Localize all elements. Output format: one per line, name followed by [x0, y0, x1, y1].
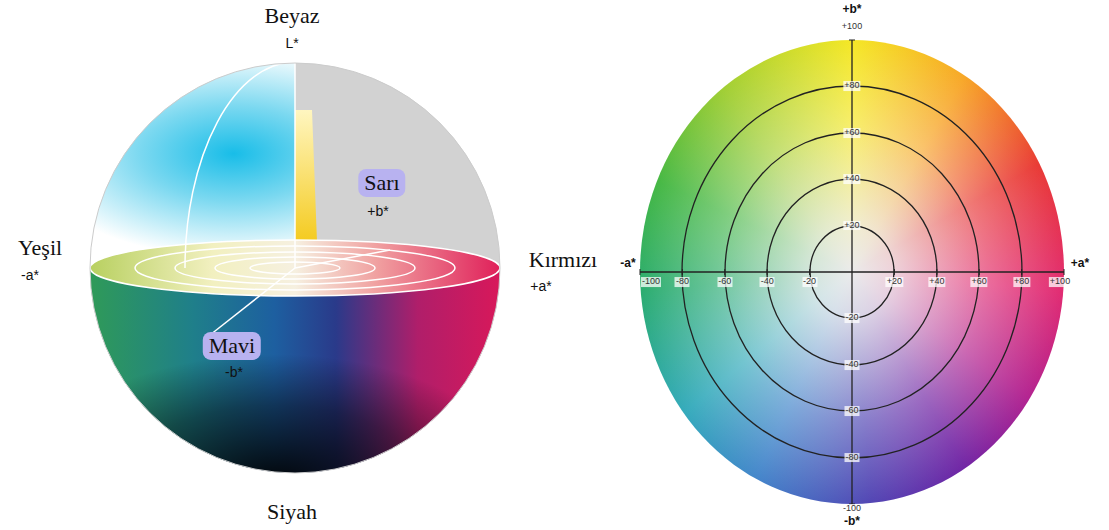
axis-label: -b* — [225, 365, 243, 380]
axis-label: -a* — [620, 257, 635, 270]
color-name: Kırmızı — [529, 248, 597, 272]
axis-label: +b* — [842, 3, 861, 16]
color-name: Mavi — [203, 332, 261, 360]
axis-value: -40 — [760, 277, 775, 287]
axis-value: -60 — [844, 406, 859, 416]
axis-value: -100 — [641, 277, 661, 287]
axis-value: +100 — [841, 22, 863, 32]
axis-value: -40 — [844, 360, 859, 370]
axis-value: -100 — [842, 504, 862, 514]
axis-value: -20 — [844, 313, 859, 323]
axis-value: +80 — [843, 81, 860, 91]
axis-label: +a* — [1071, 257, 1089, 270]
axis-value: -80 — [844, 453, 859, 463]
axis-label: L* — [285, 36, 298, 51]
axis-value: +20 — [843, 221, 860, 231]
axis-value: +60 — [971, 277, 988, 287]
axis-label: +b* — [367, 204, 388, 219]
axis-value: -20 — [802, 277, 817, 287]
axis-value: +40 — [928, 277, 945, 287]
axis-value: +80 — [1013, 277, 1030, 287]
axis-value: +40 — [843, 174, 860, 184]
axis-value: +60 — [843, 128, 860, 138]
axis-label: +a* — [530, 279, 551, 294]
axis-value: +20 — [886, 277, 903, 287]
axis-value: -60 — [717, 277, 732, 287]
color-name: Yeşil — [18, 236, 62, 260]
axis-value: -80 — [675, 277, 690, 287]
color-name: Siyah — [267, 500, 317, 524]
axis-value: +100 — [1049, 277, 1071, 287]
axis-label: -a* — [21, 268, 39, 283]
color-name: Sarı — [358, 169, 405, 197]
color-name: Beyaz — [265, 4, 320, 28]
axis-label: -b* — [844, 515, 860, 528]
